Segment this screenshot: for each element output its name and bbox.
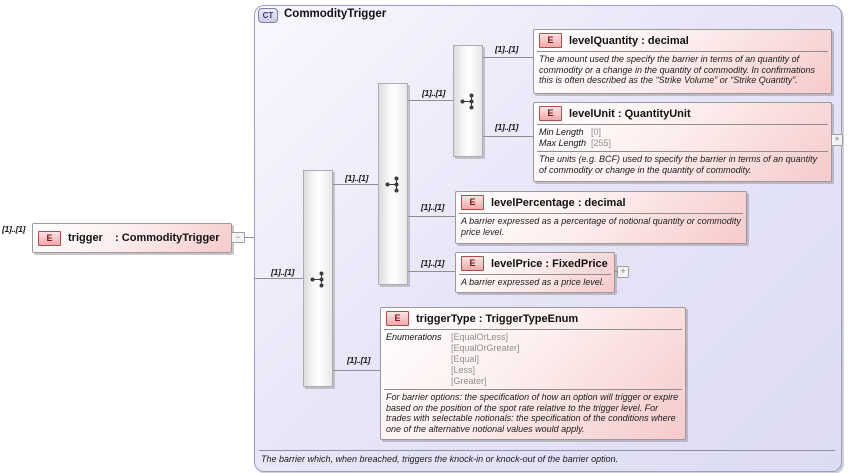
element-box-levelPercentage[interactable]: E levelPercentage : decimal A barrier ex…: [455, 191, 747, 244]
enum-value: [Equal]: [451, 354, 480, 364]
connector-line: [482, 136, 533, 137]
element-documentation: A barrier expressed as a price level.: [459, 274, 611, 288]
cardinality-label: [1]..[1]: [422, 88, 446, 98]
footer-divider: [259, 450, 835, 451]
element-badge-icon: E: [539, 106, 562, 121]
enum-value: [EqualOrGreater]: [451, 343, 520, 353]
facet-value: [255]: [591, 138, 612, 148]
element-badge-icon: E: [461, 195, 484, 210]
enumeration-values: [EqualOrLess] [EqualOrGreater] [Equal] […: [451, 332, 520, 387]
element-documentation: For barrier options: the specification o…: [384, 389, 682, 434]
facet-row: Min Length [0]: [539, 127, 826, 138]
sequence-compositor: [378, 83, 408, 285]
cardinality-label: [1]..[1]: [271, 267, 295, 277]
cardinality-label: [1]..[1]: [345, 173, 369, 183]
expand-icon[interactable]: +: [617, 266, 629, 278]
cardinality-label: [1]..[1]: [495, 122, 519, 132]
facet-list: Min Length [0] Max Length [255]: [537, 124, 828, 151]
element-documentation: The units (e.g. BCF) used to specify the…: [537, 151, 828, 175]
connector-line: [333, 184, 378, 185]
connector-line: [333, 370, 380, 371]
sequence-compositor: [303, 170, 333, 387]
cardinality-label: [1]..[1]: [421, 258, 445, 268]
element-badge-icon: E: [38, 230, 61, 246]
facet-label: Max Length: [539, 138, 587, 148]
cardinality-label: [1]..[1]: [495, 44, 519, 54]
complex-type-badge-icon: CT: [258, 8, 278, 23]
facet-value: [0]: [591, 127, 602, 137]
facet-row: Max Length [255]: [539, 138, 826, 149]
connector-line: [613, 271, 617, 272]
element-box-triggerType[interactable]: E triggerType : TriggerTypeEnum Enumerat…: [380, 307, 686, 440]
element-title: E levelUnit : QuantityUnit: [534, 103, 831, 124]
enum-value: [Less]: [451, 365, 476, 375]
facet-label: Min Length: [539, 127, 584, 137]
enum-value: [EqualOrLess]: [451, 332, 509, 342]
complex-type-title: CommodityTrigger: [284, 8, 387, 20]
element-badge-icon: E: [461, 256, 484, 271]
connector-line: [243, 237, 254, 238]
element-title: E triggerType : TriggerTypeEnum: [381, 308, 685, 329]
element-title: E trigger : CommodityTrigger: [33, 224, 231, 252]
element-title: E levelPrice : FixedPrice: [456, 253, 614, 274]
element-title: E levelPercentage : decimal: [456, 192, 746, 213]
element-box-levelUnit[interactable]: E levelUnit : QuantityUnit Min Length [0…: [533, 102, 832, 182]
expand-icon[interactable]: +: [831, 134, 843, 146]
enumerations-label: Enumerations: [386, 332, 442, 342]
element-label: levelPercentage : decimal: [491, 196, 626, 209]
cardinality-label: [1]..[1]: [347, 355, 371, 365]
element-label: levelQuantity : decimal: [569, 34, 689, 47]
connector-line: [405, 271, 455, 272]
sequence-icon: [385, 176, 399, 193]
element-box-levelQuantity[interactable]: E levelQuantity : decimal The amount use…: [533, 29, 832, 94]
collapse-icon[interactable]: −: [231, 232, 245, 243]
connector-line: [407, 100, 453, 101]
cardinality-label: [1]..[1]: [421, 202, 445, 212]
element-box-levelPrice[interactable]: E levelPrice : FixedPrice A barrier expr…: [455, 252, 615, 293]
sequence-compositor: [453, 45, 483, 157]
element-documentation: A barrier expressed as a percentage of n…: [459, 213, 743, 237]
sequence-icon: [460, 93, 474, 110]
facet-row: Enumerations [EqualOrLess] [EqualOrGreat…: [386, 332, 680, 387]
element-badge-icon: E: [539, 33, 562, 48]
element-label: levelUnit : QuantityUnit: [569, 107, 691, 120]
connector-line: [482, 57, 533, 58]
connector-line: [407, 216, 455, 217]
enumeration-list: Enumerations [EqualOrLess] [EqualOrGreat…: [384, 329, 682, 389]
element-label: trigger : CommodityTrigger: [68, 232, 220, 244]
element-badge-icon: E: [386, 311, 409, 326]
complex-type-documentation: The barrier which, when breached, trigge…: [261, 454, 619, 464]
element-label: levelPrice : FixedPrice: [491, 257, 608, 270]
connector-line: [254, 278, 303, 279]
element-label: triggerType : TriggerTypeEnum: [416, 312, 579, 325]
enum-value: [Greater]: [451, 376, 487, 386]
sequence-icon: [310, 271, 324, 288]
cardinality-label: [1]..[1]: [2, 224, 26, 234]
element-title: E levelQuantity : decimal: [534, 30, 831, 51]
element-documentation: The amount used the specify the barrier …: [537, 51, 828, 86]
element-box-trigger[interactable]: E trigger : CommodityTrigger: [32, 223, 232, 253]
